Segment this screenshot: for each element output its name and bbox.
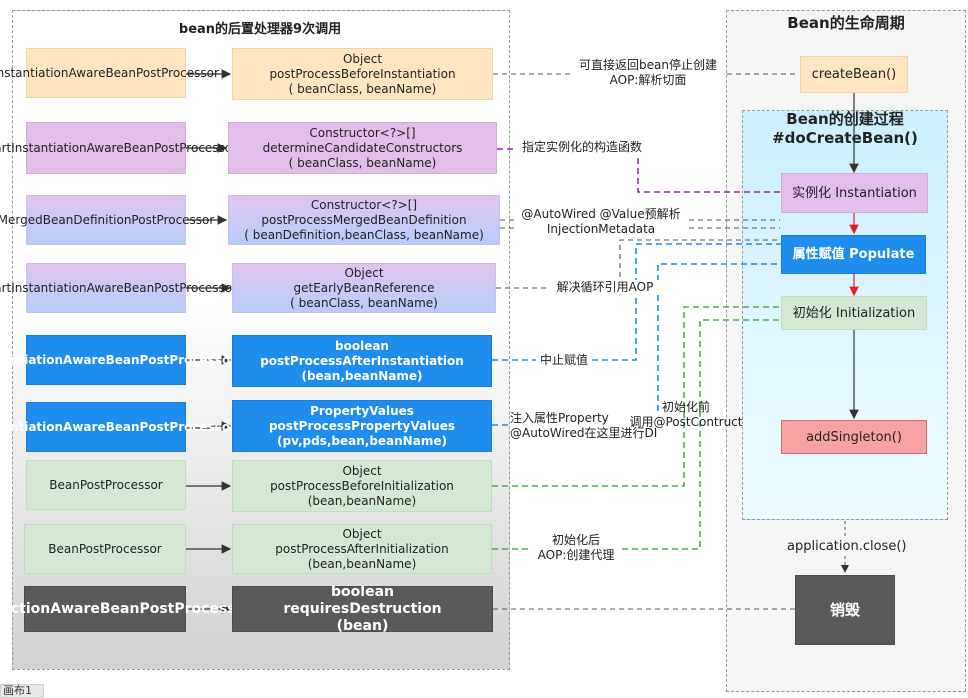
method-box-1: Object postProcessBeforeInstantiation ( …: [232, 48, 493, 100]
create-bean-node: createBean(): [800, 56, 908, 93]
edge-label-constructor: 指定实例化的构造函数: [514, 140, 650, 155]
processor-box-4: SmartInstantiationAwareBeanPostProcessor: [0, 263, 237, 313]
destroy-node: 销毁: [795, 575, 895, 645]
edge-label-after-instantiation: 中止赋值: [536, 353, 592, 368]
processor-box-2: SmartInstantiationAwareBeanPostProcessor: [0, 122, 237, 174]
initialization-node: 初始化 Initialization: [781, 296, 927, 330]
method-box-4: Object getEarlyBeanReference ( beanClass…: [232, 263, 496, 313]
edge-label-before-init: 初始化前 调用@PostContruct: [629, 400, 743, 429]
processor-box-9: DestructionAwareBeanPostProcessor: [0, 586, 252, 632]
processor-box-6: InstantiationAwareBeanPostProcessor: [0, 402, 236, 452]
edge-label-before-instantiation: 可直接返回bean停止创建 AOP:解析切面: [572, 58, 724, 88]
instantiation-node: 实例化 Instantiation: [781, 173, 928, 213]
processor-box-8: BeanPostProcessor: [24, 524, 186, 574]
lifecycle-panel-title: Bean的生命周期: [787, 14, 905, 32]
method-box-3: Constructor<?>[] postProcessMergedBeanDe…: [228, 195, 500, 245]
link-constructor: [497, 148, 781, 193]
method-box-5: boolean postProcessAfterInstantiation (b…: [232, 335, 492, 387]
processor-box-3: MergedBeanDefinitionPostProcessor: [0, 195, 214, 245]
link-after-instantiation: [492, 243, 781, 361]
edge-label-after-init: 初始化后 AOP:创建代理: [532, 533, 620, 563]
processor-box-7: BeanPostProcessor: [26, 460, 186, 510]
edge-label-property-values: 注入属性Property @AutoWired在这里进行DI: [510, 411, 670, 441]
create-bean-process-title: Bean的创建过程 #doCreateBean(): [772, 110, 918, 147]
post-processor-panel-title: bean的后置处理器9次调用: [178, 22, 342, 37]
method-box-9: boolean requiresDestruction (bean): [232, 584, 493, 634]
application-close-label: application.close(): [787, 539, 907, 554]
link-before-initialization: [492, 306, 781, 487]
edge-label-merged: @AutoWired @Value预解析 InjectionMetadata: [514, 207, 688, 237]
method-box-8: Object postProcessAfterInitialization (b…: [232, 524, 492, 574]
method-box-2: Constructor<?>[] determineCandidateConst…: [228, 122, 497, 174]
add-singleton-node: addSingleton(): [781, 420, 927, 454]
arrow-row-6: [186, 421, 232, 431]
processor-box-5: InstantiationAwareBeanPostProcessor: [0, 335, 236, 385]
edge-label-early-reference: 解决循环引用AOP: [549, 280, 661, 295]
method-box-7: Object postProcessBeforeInitialization (…: [232, 460, 492, 512]
method-box-6: PropertyValues postProcessPropertyValues…: [232, 400, 492, 452]
processor-box-1: InstantiationAwareBeanPostProcessor: [0, 48, 219, 98]
link-early-reference: [496, 239, 780, 289]
populate-node: 属性赋值 Populate: [781, 235, 926, 274]
